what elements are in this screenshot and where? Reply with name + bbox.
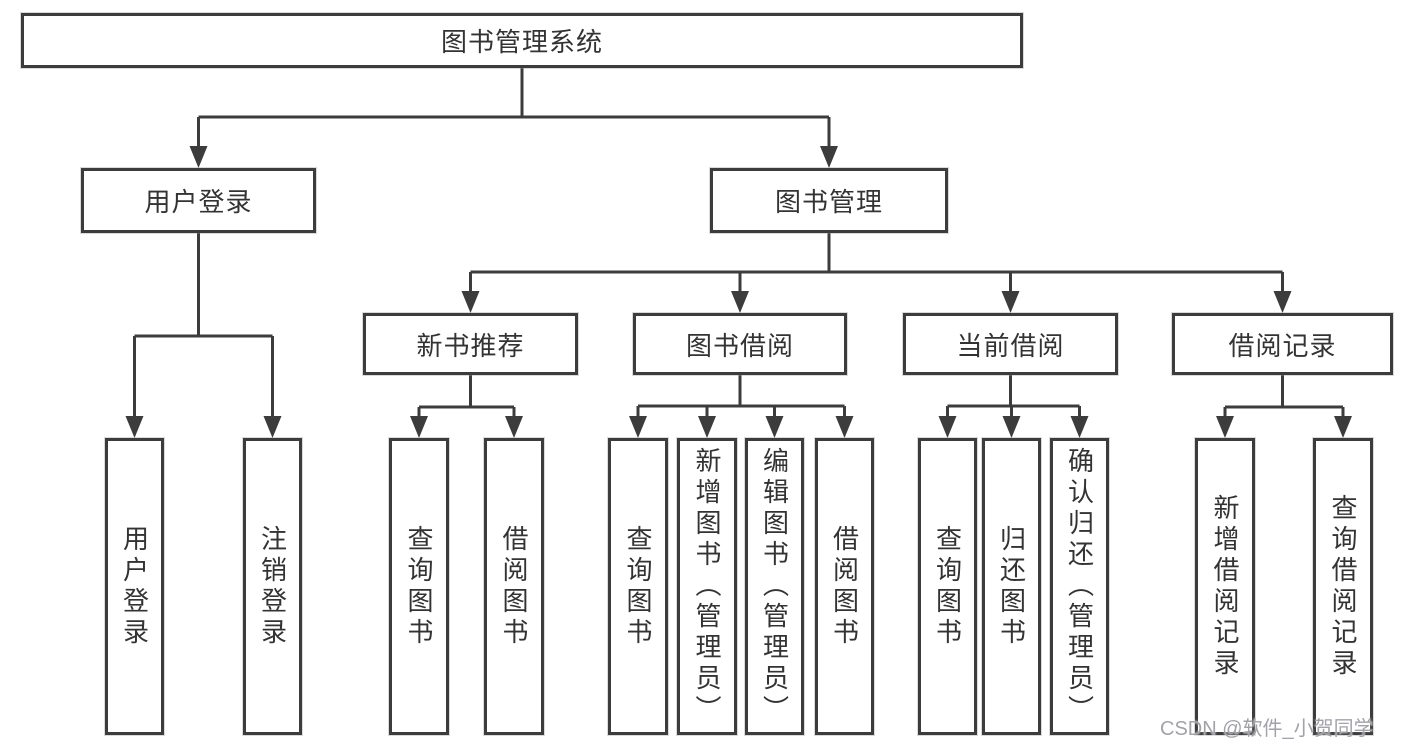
leaf-edit-book-admin: 编辑图书（管理员） — [745, 438, 804, 735]
node-book-borrow: 图书借阅 — [633, 313, 847, 375]
leaf-query-books-current: 查询图书 — [918, 438, 977, 735]
node-library-system: 图书管理系统 — [21, 13, 1023, 68]
leaf-add-book-admin: 新增图书（管理员） — [677, 438, 737, 735]
leaf-logout: 注销登录 — [243, 438, 302, 735]
leaf-user-login: 用户登录 — [105, 438, 164, 735]
node-book-management: 图书管理 — [710, 168, 948, 233]
node-borrow-records: 借阅记录 — [1172, 313, 1393, 375]
leaf-confirm-return-admin: 确认归还（管理员） — [1050, 438, 1109, 735]
leaf-return-book: 归还图书 — [982, 438, 1041, 735]
csdn-watermark: CSDN @软件_小贺同学 — [1160, 718, 1374, 740]
leaf-add-borrow-record: 新增借阅记录 — [1195, 438, 1255, 735]
node-new-book-recommend: 新书推荐 — [363, 313, 578, 375]
leaf-query-books-borrow: 查询图书 — [608, 438, 668, 735]
leaf-borrow-books-recommend: 借阅图书 — [484, 438, 544, 735]
leaf-borrow-books: 借阅图书 — [815, 438, 874, 735]
leaf-query-borrow-record: 查询借阅记录 — [1313, 438, 1373, 735]
leaf-query-books-recommend: 查询图书 — [389, 438, 449, 735]
node-current-borrow: 当前借阅 — [903, 313, 1118, 375]
node-user-login: 用户登录 — [81, 168, 316, 233]
